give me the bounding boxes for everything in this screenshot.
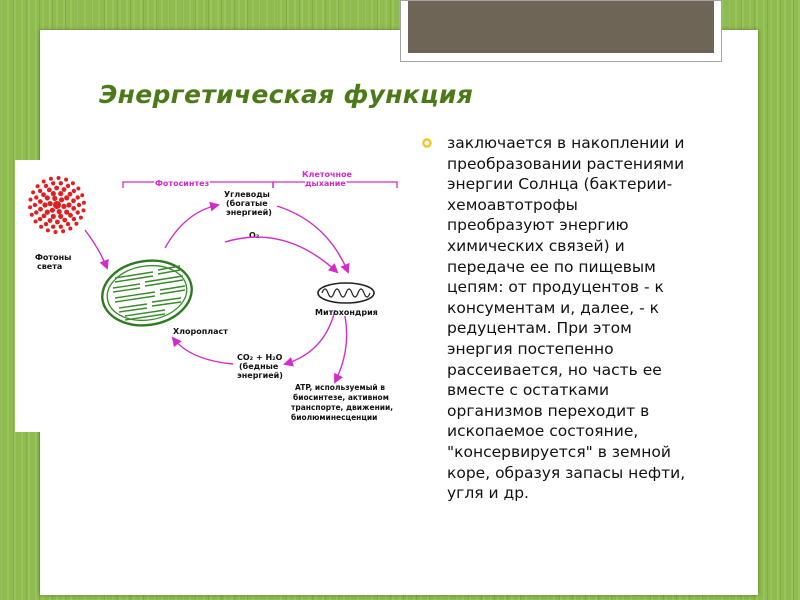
bullet-text: заключается в накоплении и преобразовани… (447, 133, 737, 504)
energy-cycle-diagram: Фотоны света Фотосинтез Клеточное дыхани… (15, 160, 410, 432)
bullet-line: редуцентам. При этом (447, 319, 632, 338)
bullet-line: энергия постепенно (447, 339, 614, 358)
bullet-line: коре, образуя запасы нефти, (447, 463, 686, 482)
diagram-svg: Фотоны света Фотосинтез Клеточное дыхани… (28, 169, 398, 422)
bullet-line: энергии Солнца (бактерии- (447, 175, 673, 194)
respiration-bracket (272, 181, 398, 188)
bullet-line: рассеивается, но часть ее (447, 360, 662, 379)
bullet-line: преобразовании растениями (447, 154, 685, 173)
bullet-line: консументам и, далее, - к (447, 298, 660, 317)
bullet-line: угля и др. (447, 484, 529, 503)
photons-label: Фотоны света (35, 253, 74, 271)
arrow-mitochondria-to-atp (334, 315, 348, 384)
slide-title: Энергетическая функция (99, 80, 474, 109)
title-tab-frame (400, 0, 722, 62)
bullet-line: организмов переходит в (447, 401, 650, 420)
bullet-line: "консервируется" в земной (447, 442, 671, 461)
arrow-o2 (224, 236, 339, 274)
chloroplast-label: Хлоропласт (173, 327, 228, 336)
co2-water-label: CO₂ + H₂O (бедные энергией) (237, 353, 285, 380)
arrow-co2-to-chloroplast (171, 336, 234, 365)
carbohydrates-label: Углеводы (богатые энергией) (224, 190, 273, 217)
bullet-ring-icon (422, 138, 432, 148)
chloroplast-icon (101, 259, 193, 327)
bullet-line: вместе с остатками (447, 381, 610, 400)
mitochondria-icon (317, 282, 375, 304)
oxygen-label: O₂ (249, 231, 260, 240)
bullet-line: заключается в накоплении и (447, 134, 685, 152)
bullet-line: преобразуют энергию (447, 216, 629, 235)
arrow-chloroplast-to-carbs (164, 201, 220, 249)
photosynthesis-label: Фотосинтез (155, 179, 210, 188)
bullet-line: химических связей) и (447, 236, 625, 255)
bullet-line: цепям: от продуцентов - к (447, 278, 664, 297)
mitochondria-label: Митохондрия (315, 308, 378, 317)
respiration-label: Клеточное дыхание (302, 170, 355, 188)
atp-label: ATP, используемый в биосинтезе, активном… (291, 383, 396, 422)
photons-sun-icon (28, 176, 86, 234)
bullet-line: хемоавтотрофы (447, 195, 578, 214)
bullet-line: передаче ее по пищевым (447, 257, 656, 276)
title-tab-panel (408, 1, 714, 53)
arrow-mitochondria-to-co2 (283, 309, 336, 367)
arrow-photons-to-chloroplast (84, 229, 109, 270)
bullet-line: ископаемое состояние, (447, 422, 639, 441)
arrow-carbs-to-mitochondria (276, 205, 350, 274)
